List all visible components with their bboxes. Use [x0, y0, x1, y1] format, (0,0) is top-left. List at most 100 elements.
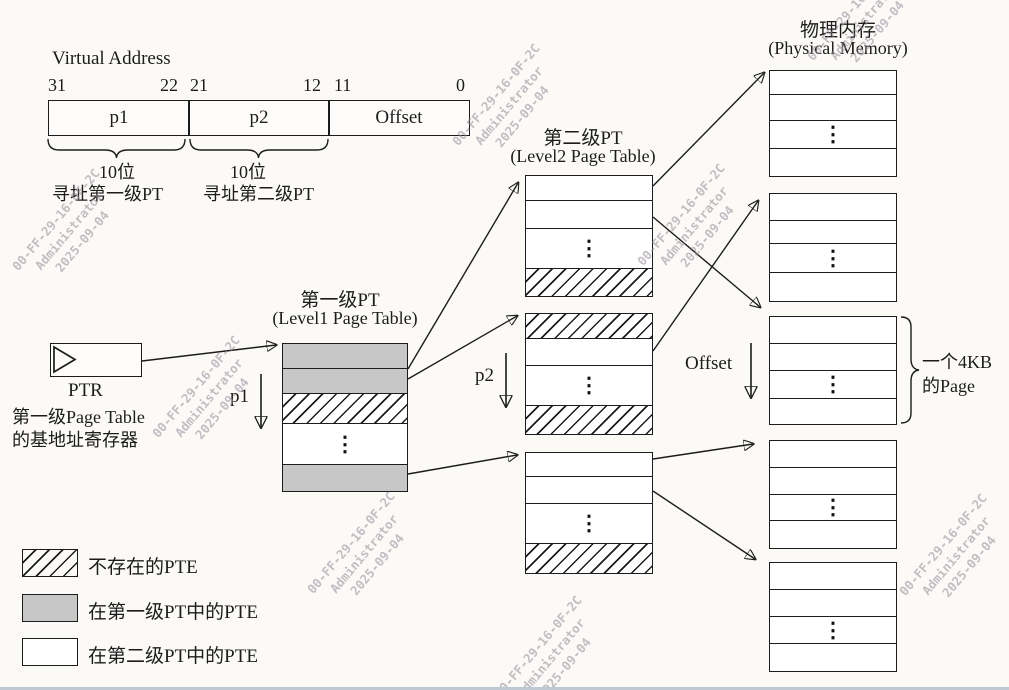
pte-row-white — [770, 563, 896, 590]
pte-row-white — [526, 176, 652, 201]
va-field-divider — [188, 101, 190, 135]
arrow-ptr-to-level1 — [141, 345, 276, 362]
level2-page-table-middle: ⋮ — [525, 313, 653, 435]
underbrace-p1 — [47, 138, 186, 159]
pte-row-hatched — [283, 394, 407, 424]
page-4kb-label-line1: 一个4KB — [922, 352, 993, 372]
pte-row-dots: ⋮ — [770, 617, 896, 644]
physical-frame-table-5: ⋮ — [769, 562, 897, 672]
pte-row-white — [526, 339, 652, 366]
watermark-line: Administrator — [326, 511, 402, 596]
watermark-line: Administrator — [918, 513, 994, 598]
legend-label-level2-pte: 在第二级PT中的PTE — [88, 646, 258, 667]
underbrace-p2 — [189, 138, 329, 159]
pte-row-dots: ⋮ — [526, 504, 652, 544]
level2-page-table-bottom: ⋮ — [525, 452, 653, 574]
pte-row-dots: ⋮ — [770, 495, 896, 521]
pte-row-white — [770, 521, 896, 548]
physical-memory-title: 物理内存 — [799, 20, 876, 41]
bit-label-21: 21 — [190, 75, 208, 95]
pte-row-white — [770, 95, 896, 121]
pte-row-hatched — [526, 314, 652, 339]
watermark-line: Administrator — [513, 615, 589, 690]
pte-row-hatched — [526, 544, 652, 573]
pte-row-white — [770, 590, 896, 617]
pte-row-white — [770, 71, 896, 95]
p1-index-label: p1 — [230, 386, 249, 407]
legend-swatch-level1-pte — [22, 594, 78, 622]
level1-subtitle: (Level1 Page Table) — [272, 308, 418, 328]
offset-index-label: Offset — [685, 353, 733, 374]
legend-label-absent-pte: 不存在的PTE — [88, 557, 198, 578]
arrow-level2bottom-to-frame4 — [652, 444, 753, 460]
level2-title: 第二级PT — [543, 128, 623, 149]
va-field-p2: p2 — [249, 107, 269, 128]
pte-row-gray — [283, 465, 407, 491]
watermark-line: Administrator — [656, 183, 732, 268]
brace1-bits-label: 10位 — [99, 162, 135, 182]
va-field-p1: p1 — [109, 107, 129, 128]
pte-row-dots: ⋮ — [526, 229, 652, 269]
ptr-chevron-icon — [53, 345, 77, 374]
arrow-level2bottom-to-frame5 — [652, 490, 755, 559]
pte-row-white — [770, 317, 896, 344]
pte-row-white — [526, 201, 652, 229]
bit-label-0: 0 — [456, 75, 465, 95]
virtual-address-box: p1 p2 Offset — [48, 100, 470, 136]
pte-row-white — [770, 149, 896, 176]
brace2-bits-label: 10位 — [230, 162, 266, 182]
va-field-divider — [328, 101, 330, 135]
watermark-line: 00-FF-29-16-0F-2C — [304, 488, 398, 597]
arrow-level2middle-to-frame2 — [652, 201, 758, 352]
level1-page-table: ⋮ — [282, 343, 408, 492]
pte-row-white — [770, 644, 896, 671]
level1-title: 第一级PT — [300, 290, 380, 311]
pte-row-white — [526, 477, 652, 504]
physical-frame-table-4: ⋮ — [769, 440, 897, 549]
arrow-level1-to-level2-bottom — [407, 455, 517, 475]
legend-swatch-absent-pte — [22, 549, 78, 577]
watermark-line: 00-FF-29-16-0F-2C — [491, 592, 585, 690]
arrow-level1-to-level2-top — [407, 183, 518, 370]
pte-row-white — [526, 453, 652, 477]
pte-row-dots: ⋮ — [526, 366, 652, 406]
watermark-line: 2025-09-04 — [347, 530, 407, 599]
legend-swatch-level2-pte — [22, 638, 78, 666]
p2-index-label: p2 — [475, 365, 494, 386]
legend-label-level1-pte: 在第一级PT中的PTE — [88, 602, 258, 623]
pte-row-white — [770, 468, 896, 495]
pte-row-hatched — [526, 269, 652, 296]
watermark-line: 00-FF-29-16-0F-2C — [896, 490, 990, 599]
bit-label-12: 12 — [303, 75, 321, 95]
pte-row-hatched — [526, 406, 652, 434]
brace-4kb-page — [900, 316, 920, 424]
ptr-register-box — [50, 343, 142, 377]
watermark-line: 2025-09-04 — [192, 374, 252, 443]
level2-subtitle: (Level2 Page Table) — [510, 146, 656, 166]
virtual-address-title: Virtual Address — [52, 48, 171, 69]
pte-row-gray — [283, 369, 407, 394]
pte-row-dots: ⋮ — [770, 121, 896, 149]
physical-frame-table-2: ⋮ — [769, 193, 897, 302]
pte-row-white — [770, 344, 896, 371]
pte-row-gray — [283, 344, 407, 369]
watermark-line: 2025-09-04 — [939, 532, 999, 601]
level2-page-table-top: ⋮ — [525, 175, 653, 297]
physical-memory-subtitle: (Physical Memory) — [768, 38, 908, 58]
watermark-line: 2025-09-04 — [534, 634, 594, 690]
bit-label-22: 22 — [160, 75, 178, 95]
pte-row-white — [770, 273, 896, 301]
pte-row-white — [770, 399, 896, 424]
ptr-desc-line1: 第一级Page Table — [12, 407, 145, 427]
page-4kb-label-line2: 的Page — [922, 376, 975, 396]
pte-row-white — [770, 221, 896, 244]
ptr-desc-line2: 的基地址寄存器 — [12, 430, 138, 450]
ptr-label: PTR — [68, 380, 103, 401]
pte-row-dots: ⋮ — [283, 424, 407, 465]
physical-frame-table-3: ⋮ — [769, 316, 897, 425]
pte-row-white — [770, 194, 896, 221]
